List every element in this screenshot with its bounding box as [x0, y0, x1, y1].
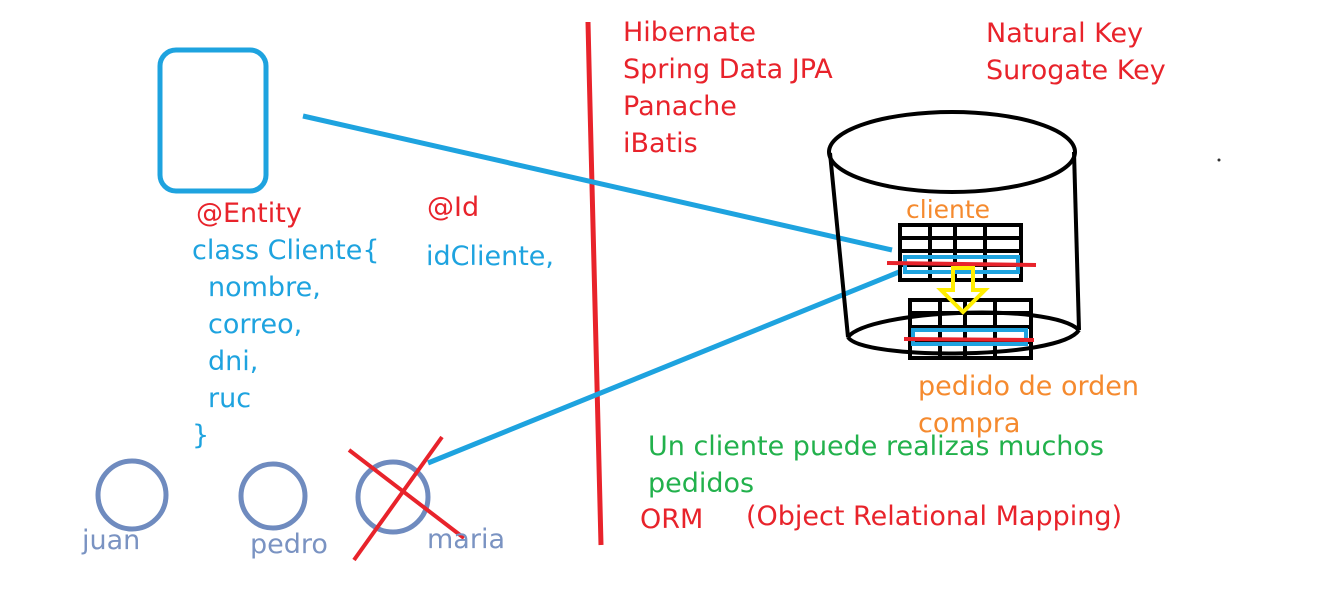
database-cylinder — [827, 110, 1081, 356]
instance-label-juan: juan — [82, 525, 141, 556]
pedido-row-line — [903, 337, 1035, 342]
instance-circle-maria — [355, 459, 431, 535]
instance-label-pedro: pedro — [250, 529, 328, 560]
table-label-cliente: cliente — [906, 195, 991, 224]
entity-class-declaration: class Cliente{ — [192, 235, 380, 266]
cliente-row-line — [886, 261, 1037, 267]
mapping-line-instance — [427, 269, 900, 466]
entity-field-correo: correo, — [208, 309, 303, 340]
key-surrogate: Surogate Key — [986, 55, 1166, 86]
entity-field-ruc: ruc — [208, 383, 252, 414]
table-label-pedido-line2: compra — [918, 408, 1021, 439]
relation-note-line2: pedidos — [648, 468, 755, 499]
instance-circle-pedro — [238, 461, 308, 531]
orm-expansion: (Object Relational Mapping) — [746, 501, 1123, 532]
relation-note-line1: Un cliente puede realizas muchos — [648, 431, 1104, 462]
orm-acronym: ORM — [640, 504, 704, 535]
framework-panache: Panache — [623, 91, 737, 122]
key-natural: Natural Key — [986, 18, 1144, 49]
mapping-line-entity — [302, 113, 893, 253]
framework-hibernate: Hibernate — [623, 17, 757, 48]
framework-spring-data-jpa: Spring Data JPA — [623, 54, 833, 85]
id-annotation: @Id — [427, 192, 480, 223]
entity-box — [157, 47, 269, 194]
entity-field-nombre: nombre, — [208, 272, 321, 303]
entity-field-dni: dni, — [208, 346, 259, 377]
entity-class-closing: } — [192, 420, 210, 451]
framework-ibatis: iBatis — [623, 128, 698, 159]
instance-label-maria: maria — [427, 524, 505, 555]
entity-annotation: @Entity — [196, 198, 302, 229]
table-label-pedido-line1: pedido de orden — [918, 371, 1139, 402]
divider-line — [585, 21, 604, 546]
cross-line-2 — [352, 435, 444, 562]
pedido-row-highlight — [911, 328, 1028, 346]
instance-circle-juan — [95, 458, 169, 532]
relation-arrow-icon — [936, 266, 990, 315]
id-field-name: idCliente, — [426, 241, 554, 272]
stray-dot — [1217, 158, 1221, 162]
cross-line-1 — [347, 448, 466, 540]
